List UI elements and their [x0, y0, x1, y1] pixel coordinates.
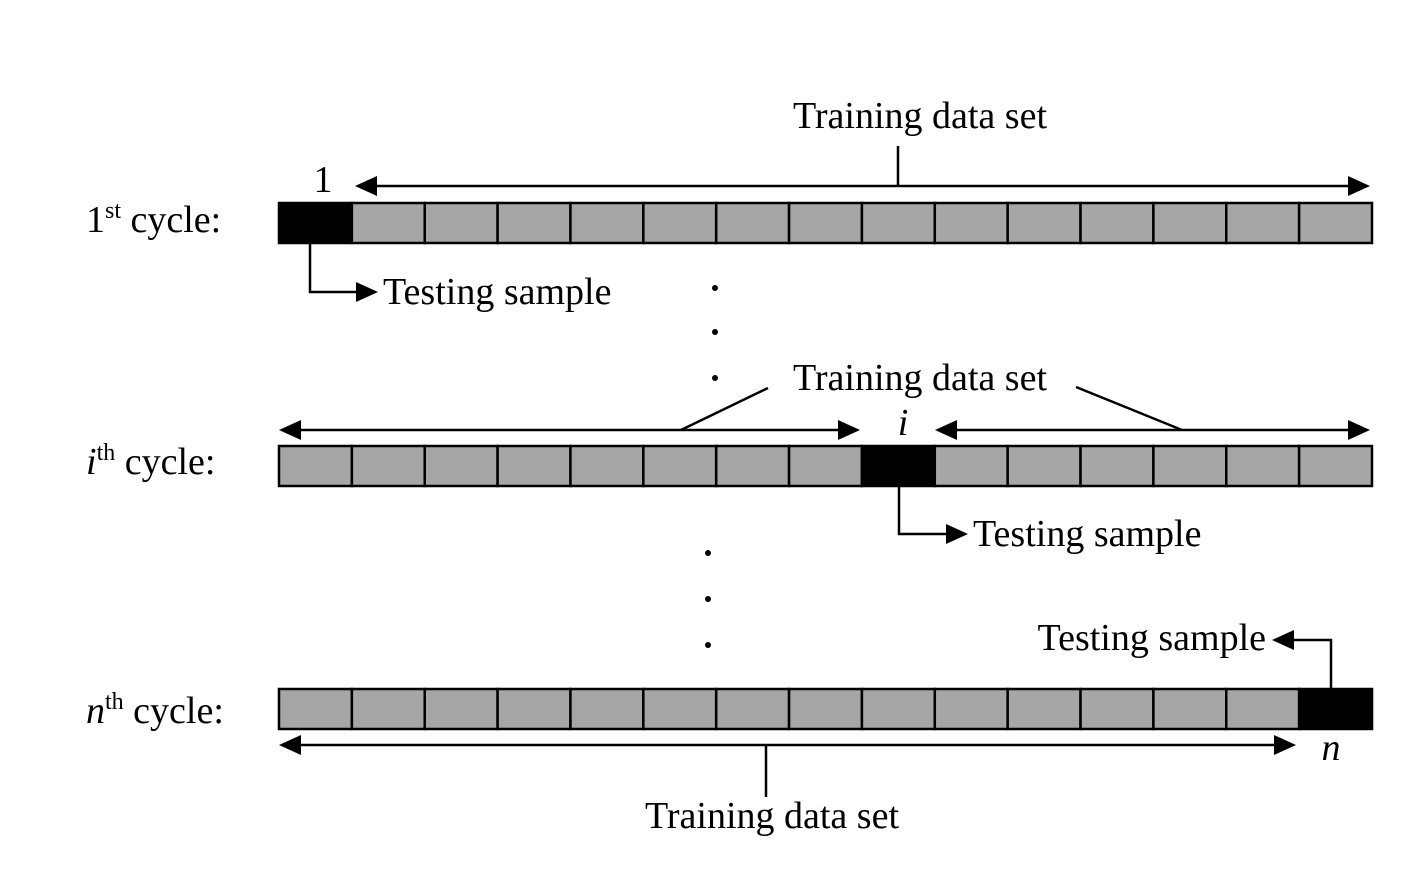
cycle-1-index-label: 1: [314, 159, 333, 201]
training-segment: [1006, 201, 1082, 245]
cycle-i-leader-left: [680, 386, 769, 432]
training-segment: [496, 687, 572, 731]
training-segment: [933, 687, 1009, 731]
training-segment: [642, 444, 718, 488]
training-segment: [569, 687, 645, 731]
cycle-1-training-arrow: [355, 146, 1370, 196]
training-segment: [1225, 201, 1301, 245]
training-segment: [1225, 687, 1301, 731]
ellipsis-dots-upper: [712, 285, 718, 381]
training-segment: [1079, 201, 1155, 245]
training-segment: [860, 201, 937, 245]
cycle-1-testing-pointer: [308, 243, 378, 302]
cycle-n-segment-bar: [277, 687, 1374, 731]
training-segment: [423, 201, 499, 245]
training-segment: [1152, 687, 1228, 731]
training-segment: [714, 444, 791, 488]
cycle-i-training-arrow-left: [279, 420, 860, 440]
training-segment: [569, 201, 645, 245]
cycle-n-label: nth cycle:: [86, 689, 224, 732]
training-segment: [1006, 444, 1082, 488]
cycle-1-training-label: Training data set: [793, 95, 1047, 137]
training-segment: [860, 687, 937, 731]
cycle-1-testing-label: Testing sample: [383, 271, 611, 313]
training-segment: [1225, 444, 1301, 488]
cycle-n: nth cycle: n Training data set Testing s…: [86, 617, 1374, 837]
cycle-1: 1st cycle: 1 Training data set Testing s…: [86, 95, 1374, 313]
training-segment: [1152, 201, 1228, 245]
cycle-n-testing-pointer: [1272, 630, 1333, 688]
training-segment: [1297, 201, 1374, 245]
cycle-i-label: ith cycle:: [86, 440, 215, 483]
cycle-1-segment-bar: [277, 201, 1374, 245]
training-segment: [787, 444, 864, 488]
training-segment: [350, 201, 426, 245]
training-segment: [933, 201, 1009, 245]
training-segment: [350, 444, 426, 488]
testing-segment: [860, 444, 937, 488]
training-segment: [642, 687, 718, 731]
cycle-i-index-label: i: [898, 402, 909, 444]
training-segment: [642, 201, 718, 245]
cycle-i-training-arrow-right: [935, 420, 1370, 440]
training-segment: [714, 201, 791, 245]
training-segment: [933, 444, 1009, 488]
cycle-n-index-label: n: [1322, 727, 1341, 769]
cycle-i-testing-pointer: [897, 486, 968, 544]
cycle-i-segment-bar: [277, 444, 1374, 488]
training-segment: [787, 201, 864, 245]
cycle-i: ith cycle: i Training data set Testing s…: [86, 357, 1374, 555]
cycle-n-training-label: Training data set: [645, 795, 899, 837]
ellipsis-dots-lower: [705, 550, 711, 648]
training-segment: [496, 201, 572, 245]
training-segment: [496, 444, 572, 488]
training-segment: [350, 687, 426, 731]
cycle-i-training-label: Training data set: [793, 357, 1047, 399]
training-segment: [1006, 687, 1082, 731]
cycle-1-label: 1st cycle:: [86, 198, 221, 241]
testing-segment: [277, 201, 354, 245]
training-segment: [1079, 444, 1155, 488]
cycle-n-training-arrow: [279, 735, 1296, 797]
training-segment: [1079, 687, 1155, 731]
cycle-n-testing-label: Testing sample: [1038, 617, 1266, 659]
cycle-i-leader-right: [1075, 385, 1183, 432]
cycle-i-testing-label: Testing sample: [973, 513, 1201, 555]
training-segment: [787, 687, 864, 731]
training-segment: [1297, 444, 1374, 488]
training-segment: [423, 687, 499, 731]
training-segment: [277, 687, 354, 731]
training-segment: [423, 444, 499, 488]
training-segment: [714, 687, 791, 731]
testing-segment: [1297, 687, 1374, 731]
training-segment: [277, 444, 354, 488]
training-segment: [1152, 444, 1228, 488]
training-segment: [569, 444, 645, 488]
